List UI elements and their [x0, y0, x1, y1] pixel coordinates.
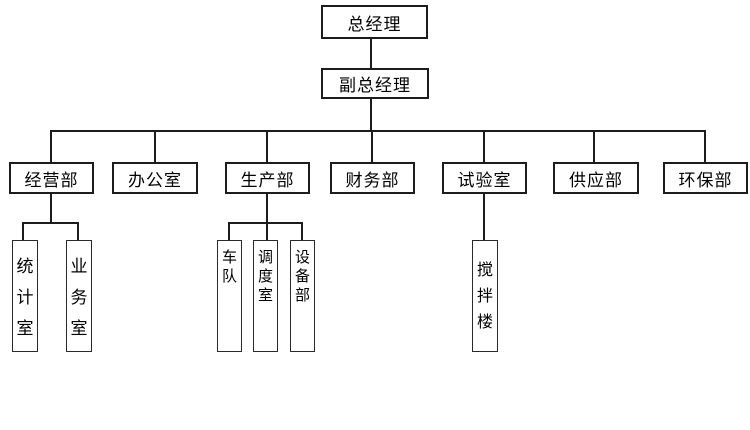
connector-deputy-rail: [370, 99, 372, 132]
connector-drop-huanbao: [704, 130, 706, 162]
connector-drop-gongying: [593, 130, 595, 162]
connector-shengchan-rail: [228, 222, 303, 224]
connector-jingying-down: [50, 194, 52, 224]
org-node-general-manager: 总经理: [321, 5, 428, 39]
connector-jingying-drop-1: [22, 222, 24, 240]
connector-shengchan-drop-2: [266, 222, 268, 240]
org-node-supply-dept: 供应部: [553, 162, 639, 194]
org-node-motorcade: 车队: [217, 240, 242, 352]
connector-jingying-rail: [22, 222, 79, 224]
connector-drop-shengchan: [266, 130, 268, 162]
org-node-office: 办公室: [112, 162, 198, 194]
org-node-business-dept: 经营部: [9, 162, 94, 194]
connector-shengchan-drop-1: [228, 222, 230, 240]
org-node-laboratory: 试验室: [442, 162, 527, 194]
connector-main-rail: [50, 130, 706, 132]
org-node-mixing-tower: 搅拌楼: [472, 240, 498, 352]
org-node-production-dept: 生产部: [225, 162, 310, 194]
org-node-finance-dept: 财务部: [330, 162, 415, 194]
org-node-dispatch-room: 调度室: [253, 240, 278, 352]
connector-root-deputy: [370, 39, 372, 68]
connector-drop-bangong: [154, 130, 156, 162]
connector-drop-shiyan: [483, 130, 485, 162]
org-node-equipment-dept: 设备部: [290, 240, 315, 352]
org-node-statistics-room: 统计室: [12, 240, 38, 352]
connector-shengchan-drop-3: [301, 222, 303, 240]
connector-drop-caiwu: [371, 130, 373, 162]
org-node-business-room: 业务室: [66, 240, 92, 352]
org-node-environment-dept: 环保部: [663, 162, 748, 194]
connector-jingying-drop-2: [77, 222, 79, 240]
org-node-deputy-general-manager: 副总经理: [321, 68, 429, 99]
connector-drop-jingying: [50, 130, 52, 162]
connector-shiyan-down: [483, 194, 485, 240]
connector-shengchan-down: [266, 194, 268, 224]
